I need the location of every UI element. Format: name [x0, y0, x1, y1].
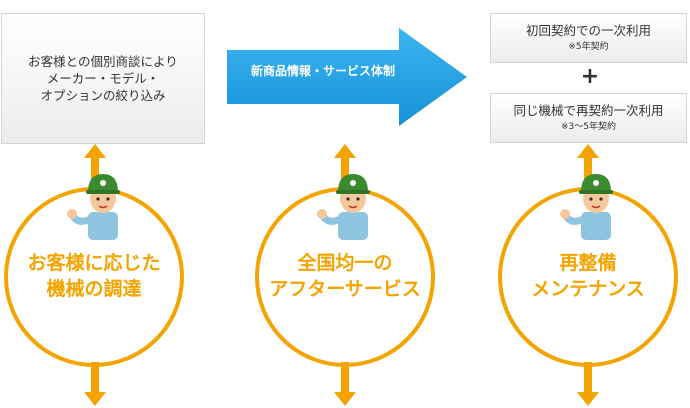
consultation-line-1: お客様との個別商談により [28, 54, 178, 69]
circle-aftercare-line-2: アフターサービス [269, 278, 421, 300]
circle-maintenance-line-2: メンテナンス [531, 278, 645, 300]
circle-procurement-line-1: お客様に応じた [27, 252, 161, 274]
consultation-line-2: メーカー・モデル・ [46, 71, 160, 86]
plan-initial-title: 初回契約での一次利用 [525, 23, 651, 38]
worker-icon [317, 174, 370, 240]
circle-procurement-title: お客様に応じた 機械の調達 [4, 250, 184, 302]
flow-arrow-label: 新商品情報・サービス体制 [250, 64, 395, 78]
circle-maintenance-line-1: 再整備 [559, 252, 617, 274]
circle-aftercare-title: 全国均一の アフターサービス [255, 250, 435, 302]
circle-aftercare-line-1: 全国均一の [297, 252, 393, 274]
flow-arrow-icon [227, 28, 467, 126]
circle-procurement-line-2: 機械の調達 [46, 278, 142, 300]
plan-initial-note: ※5年契約 [568, 42, 609, 52]
worker-icon [67, 174, 120, 240]
plan-reuse-title: 同じ機械で再契約一次利用 [513, 103, 664, 118]
plan-reuse-box: 同じ機械で再契約一次利用 ※3～5年契約 [490, 93, 687, 143]
plus-sign: + [580, 64, 600, 89]
plan-reuse-note: ※3～5年契約 [561, 122, 616, 132]
double-arrow-icon [577, 144, 599, 406]
double-arrow-icon [334, 144, 356, 406]
plan-initial-box: 初回契約での一次利用 ※5年契約 [490, 13, 687, 63]
double-arrow-icon [84, 144, 106, 406]
consultation-box: お客様との個別商談により メーカー・モデル・ オプションの絞り込み [1, 13, 205, 144]
consultation-line-3: オプションの絞り込み [40, 88, 166, 103]
circle-maintenance-title: 再整備 メンテナンス [498, 250, 678, 302]
worker-icon [560, 174, 613, 240]
